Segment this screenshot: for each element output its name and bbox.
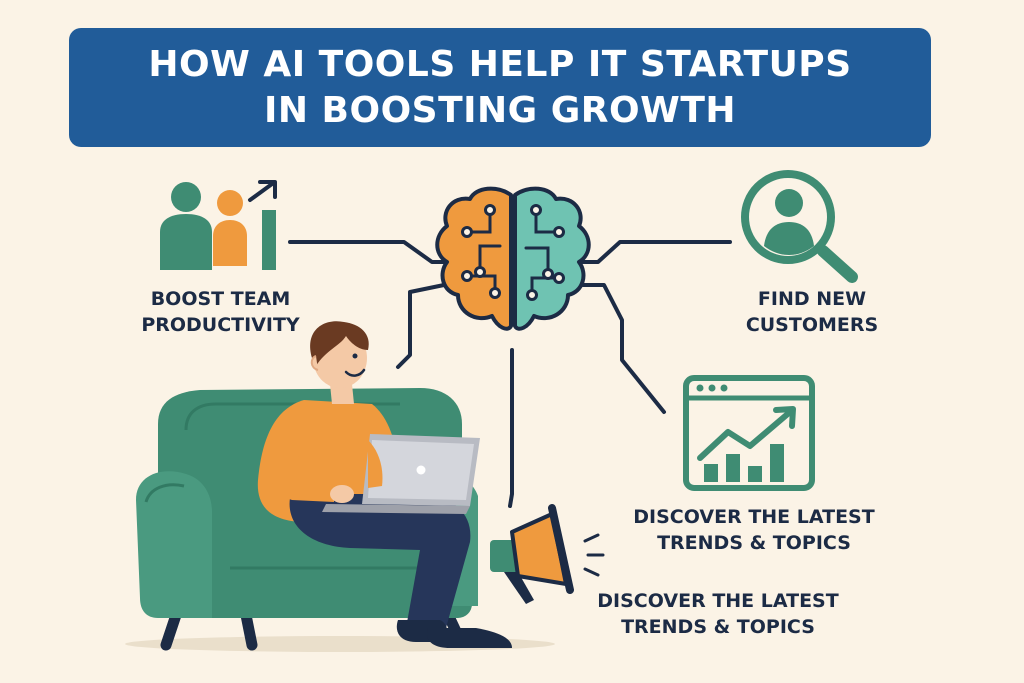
- benefit-line-1: DISCOVER THE LATEST: [633, 506, 875, 528]
- benefit-label-trends: DISCOVER THE LATEST TRENDS & TOPICS: [622, 504, 886, 556]
- benefit-line-1: DISCOVER THE LATEST: [597, 590, 839, 612]
- benefit-label-trends-megaphone: DISCOVER THE LATEST TRENDS & TOPICS: [586, 588, 850, 640]
- connector-productivity: [288, 240, 450, 264]
- benefit-label-customers: FIND NEW CUSTOMERS: [712, 286, 912, 338]
- megaphone-icon: [490, 504, 605, 604]
- title-banner: HOW AI TOOLS HELP IT STARTUPS IN BOOSTIN…: [69, 28, 931, 147]
- connector-megaphone: [508, 348, 514, 508]
- person-with-laptop-on-armchair: [136, 321, 512, 651]
- benefit-label-productivity: BOOST TEAM PRODUCTIVITY: [128, 286, 313, 338]
- customer-search-icon: [741, 170, 858, 283]
- brain-right-hemisphere: [513, 186, 591, 331]
- benefit-line-2: PRODUCTIVITY: [141, 314, 300, 336]
- title-line-1: HOW AI TOOLS HELP IT STARTUPS: [148, 43, 852, 85]
- benefit-line-2: CUSTOMERS: [745, 314, 879, 336]
- team-growth-icon: [160, 180, 277, 270]
- title-line-2: IN BOOSTING GROWTH: [263, 89, 737, 131]
- connector-trends: [581, 283, 666, 414]
- trend-chart-icon: [683, 375, 815, 491]
- ai-brain-icon: [435, 186, 591, 331]
- benefit-line-2: TRENDS & TOPICS: [657, 532, 851, 554]
- connector-person: [396, 283, 446, 369]
- brain-left-hemisphere: [435, 186, 513, 331]
- benefit-line-2: TRENDS & TOPICS: [621, 616, 815, 638]
- benefit-line-1: FIND NEW: [757, 288, 867, 310]
- connector-customers: [581, 240, 732, 264]
- connector-lines: [288, 240, 732, 508]
- benefit-line-1: BOOST TEAM: [150, 288, 291, 310]
